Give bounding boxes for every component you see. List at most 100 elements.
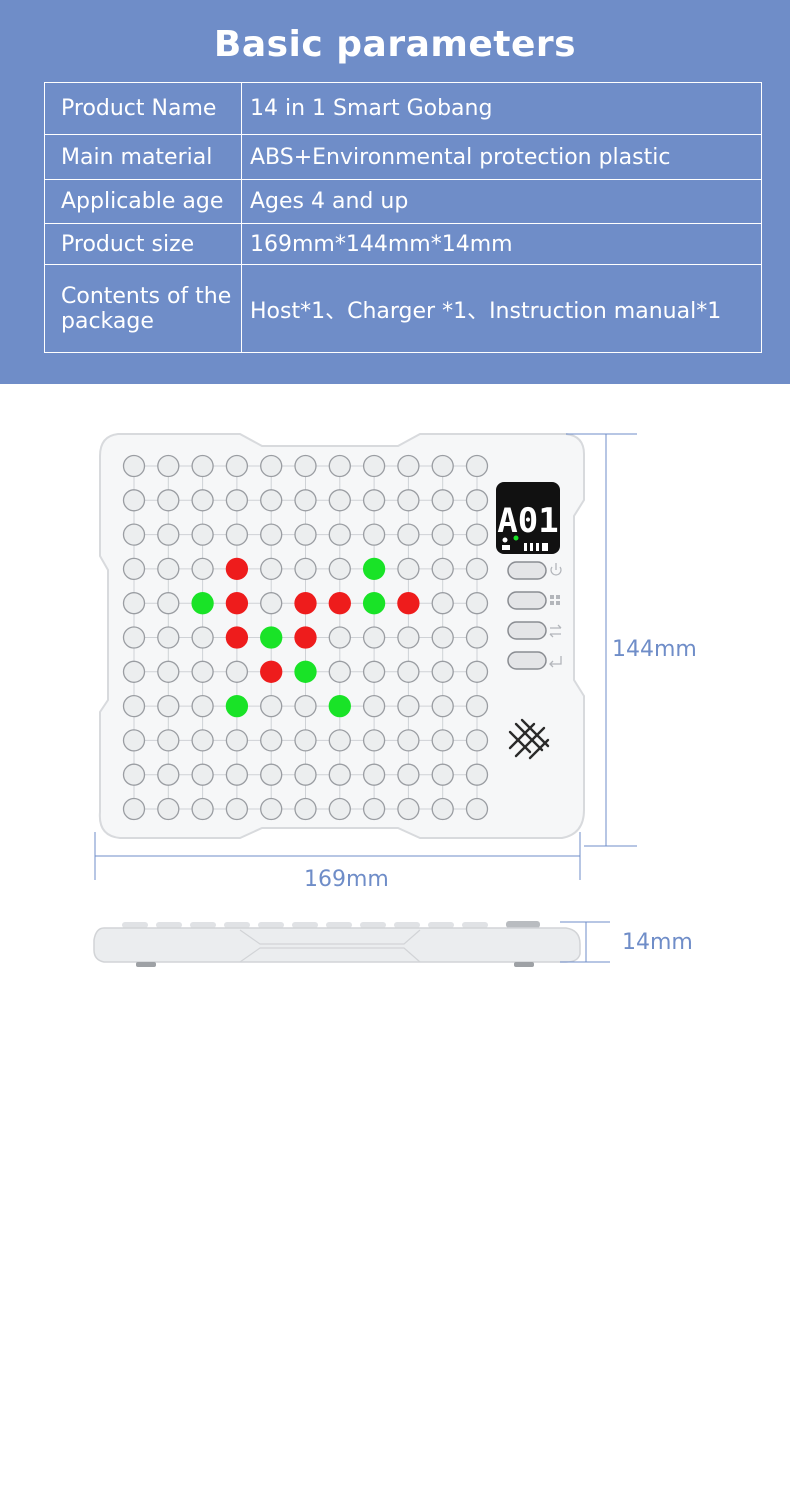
red-piece <box>328 592 351 615</box>
board-cell <box>431 763 454 786</box>
board-cell <box>122 592 146 615</box>
board-cell <box>328 557 351 581</box>
board-cell <box>397 557 420 581</box>
param-label: Product Name <box>44 82 242 135</box>
board-cell <box>431 660 454 683</box>
board-cell <box>122 763 146 786</box>
param-label: Main material <box>44 134 242 180</box>
board-cell <box>328 489 351 512</box>
board-cell <box>294 454 317 478</box>
board-cell <box>362 523 386 546</box>
switch-icon <box>549 624 562 638</box>
board-cell <box>465 694 489 718</box>
board-cell <box>397 797 420 821</box>
board-cell <box>294 729 317 752</box>
board-cell <box>294 557 317 581</box>
board-cell <box>431 523 454 546</box>
board-cell <box>431 489 454 512</box>
red-piece <box>294 592 317 615</box>
board-cell <box>328 454 351 478</box>
green-piece <box>362 592 386 615</box>
board-cell <box>157 557 180 581</box>
board-cell <box>431 694 454 718</box>
board-cell <box>191 797 214 821</box>
board-cell <box>191 523 214 546</box>
board-cell <box>397 763 420 786</box>
board-cell <box>260 694 283 718</box>
board-cell <box>328 626 351 649</box>
board-cell <box>431 592 454 615</box>
board-cell <box>465 763 489 786</box>
board-cell <box>157 626 180 649</box>
board-cell <box>362 763 386 786</box>
green-piece <box>260 626 283 649</box>
board-cell <box>397 694 420 718</box>
green-piece <box>294 660 317 683</box>
led-display <box>496 482 560 554</box>
board-cell <box>260 797 283 821</box>
red-piece <box>225 592 249 615</box>
board-cell <box>157 489 180 512</box>
board-cell <box>157 694 180 718</box>
board-cell <box>397 660 420 683</box>
board-cell <box>328 660 351 683</box>
speaker-icon <box>508 718 550 760</box>
red-piece <box>225 626 249 649</box>
board-cell <box>397 626 420 649</box>
board-cell <box>122 797 146 821</box>
board-cell <box>465 489 489 512</box>
menu-icon <box>550 595 560 605</box>
board-cell <box>362 694 386 718</box>
parameters-table: Product Name 14 in 1 Smart Gobang Main m… <box>44 82 762 353</box>
power-button[interactable] <box>507 561 562 580</box>
board-cell <box>225 489 249 512</box>
board-cell <box>260 523 283 546</box>
red-piece <box>260 660 283 683</box>
board-cell <box>328 523 351 546</box>
parameters-banner: Basic parameters Product Name 14 in 1 Sm… <box>0 0 790 384</box>
height-label: 144mm <box>612 637 697 662</box>
board-cell <box>122 523 146 546</box>
board-cell <box>157 763 180 786</box>
green-piece <box>225 694 249 718</box>
board-cell <box>225 763 249 786</box>
board-cell <box>157 454 180 478</box>
board-cell <box>431 454 454 478</box>
board-cell <box>191 454 214 478</box>
board-cell <box>294 523 317 546</box>
board-cell <box>362 489 386 512</box>
board-cell <box>260 489 283 512</box>
param-value: Ages 4 and up <box>241 179 762 224</box>
param-value: 14 in 1 Smart Gobang <box>241 82 762 135</box>
board-cell <box>294 797 317 821</box>
board-cell <box>362 626 386 649</box>
board-cell <box>157 729 180 752</box>
switch-button[interactable] <box>507 621 562 640</box>
red-piece <box>294 626 317 649</box>
table-row: Product Name 14 in 1 Smart Gobang <box>44 82 762 135</box>
board-cell <box>465 797 489 821</box>
green-piece <box>362 557 386 581</box>
board-cell <box>225 523 249 546</box>
board-cell <box>260 729 283 752</box>
width-label: 169mm <box>304 867 389 892</box>
board-cell <box>122 557 146 581</box>
back-button[interactable] <box>507 651 562 670</box>
board-cell <box>328 729 351 752</box>
width-dimension <box>94 832 581 880</box>
param-label: Applicable age <box>44 179 242 224</box>
device-side-view <box>93 921 581 967</box>
board-cell <box>431 729 454 752</box>
board-cell <box>122 729 146 752</box>
menu-button[interactable] <box>507 591 560 610</box>
board-cell <box>465 592 489 615</box>
thickness-dimension <box>560 921 610 963</box>
board-cell <box>362 660 386 683</box>
board-cell <box>465 454 489 478</box>
board-cell <box>191 763 214 786</box>
board-cell <box>362 797 386 821</box>
param-value: Host*1、Charger *1、Instruction manual*1 <box>241 264 762 353</box>
board-cell <box>225 729 249 752</box>
board-cell <box>328 763 351 786</box>
